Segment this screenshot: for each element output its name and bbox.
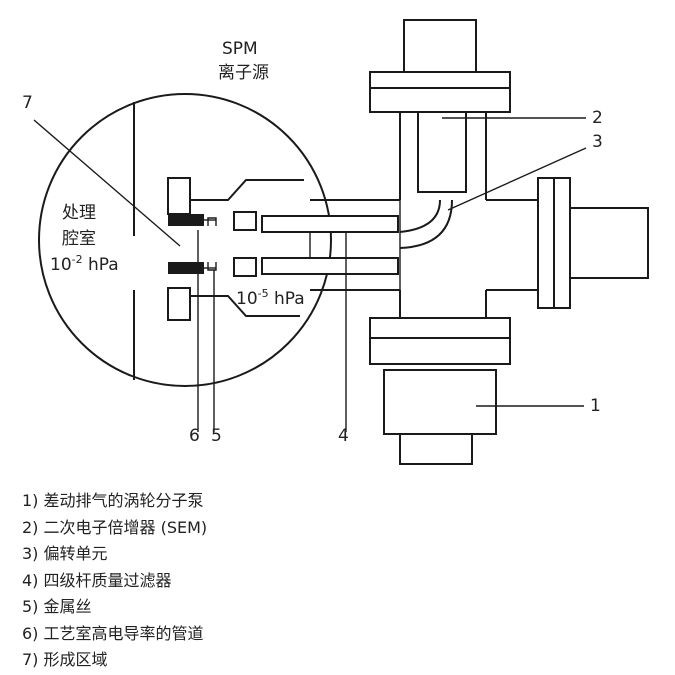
callout-7: 7 bbox=[22, 93, 33, 113]
callout-lines bbox=[33, 117, 587, 432]
turbo-pump bbox=[369, 290, 511, 465]
callout-2: 2 bbox=[592, 108, 603, 128]
magnified-view-circle bbox=[38, 93, 332, 387]
callout-6: 6 bbox=[189, 426, 200, 446]
inner-pressure: 10-5 hPa bbox=[236, 287, 305, 309]
formation-region bbox=[168, 211, 257, 277]
chamber-walls bbox=[133, 102, 304, 380]
legend-item-6: 6) 工艺室高电导率的管道 bbox=[22, 623, 204, 643]
callout-5: 5 bbox=[211, 426, 222, 446]
source-label-line1: SPM bbox=[222, 39, 258, 59]
right-flange bbox=[486, 177, 649, 309]
chamber-label-line2: 腔室 bbox=[62, 229, 96, 249]
callout-4: 4 bbox=[338, 426, 349, 446]
legend-item-4: 4) 四级杆质量过滤器 bbox=[22, 570, 172, 590]
legend-item-7: 7) 形成区域 bbox=[22, 650, 108, 669]
legend-list: 1) 差动排气的涡轮分子泵 2) 二次电子倍增器 (SEM) 3) 偏转单元 4… bbox=[22, 488, 207, 674]
legend-item-2: 2) 二次电子倍增器 (SEM) bbox=[22, 517, 208, 537]
deflection-unit bbox=[399, 199, 453, 249]
legend-item-3: 3) 偏转单元 bbox=[22, 544, 108, 563]
chamber-label-line1: 处理 bbox=[62, 203, 96, 223]
callout-1: 1 bbox=[590, 396, 601, 416]
chamber-pressure: 10-2 hPa bbox=[50, 253, 119, 275]
sem-housing bbox=[369, 19, 511, 200]
source-label-line2: 离子源 bbox=[218, 63, 269, 83]
vacuum-tube bbox=[310, 199, 401, 291]
spm-ion-source-diagram: SPM 离子源 处理 腔室 10-2 hPa 10-5 hPa 7 6 5 4 … bbox=[22, 19, 649, 465]
callout-3: 3 bbox=[592, 132, 603, 152]
legend-item-5: 5) 金属丝 bbox=[22, 597, 92, 616]
legend-item-1: 1) 差动排气的涡轮分子泵 bbox=[22, 491, 204, 510]
quadrupole-filter bbox=[261, 215, 399, 275]
